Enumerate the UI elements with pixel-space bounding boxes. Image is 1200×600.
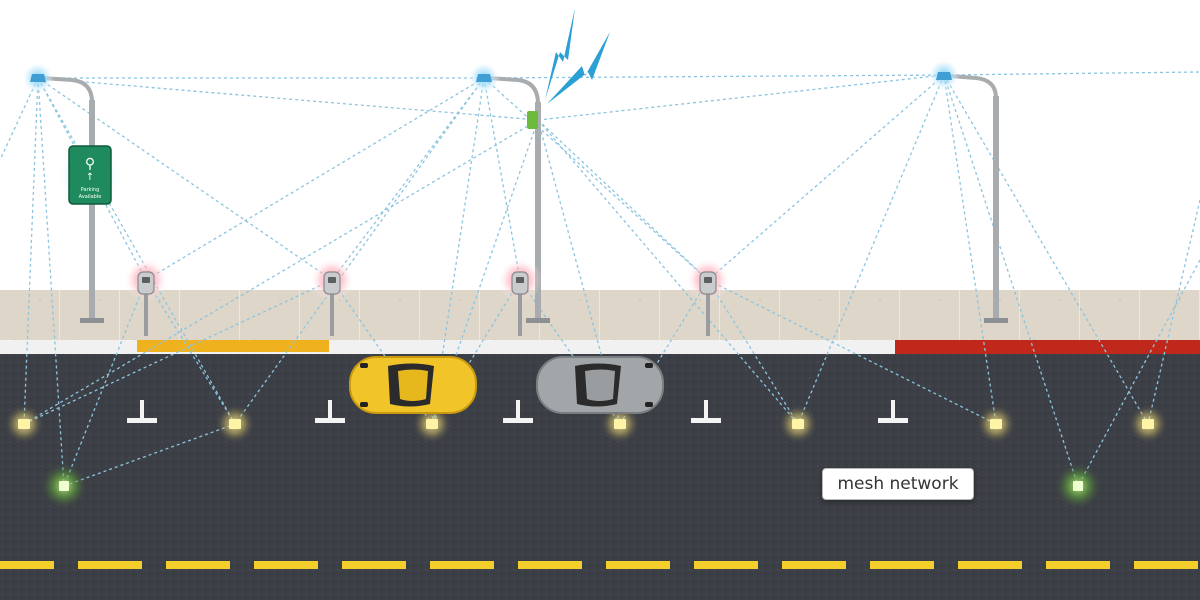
relay-sensor-icon	[59, 481, 69, 491]
mesh-link	[23, 279, 333, 425]
mesh-link	[619, 279, 709, 425]
mesh-link	[943, 74, 1079, 487]
mesh-link	[537, 119, 621, 425]
road-sensor-icon	[614, 419, 626, 429]
streetlight-right	[928, 59, 1008, 323]
svg-text:⚲: ⚲	[85, 156, 95, 172]
road-sensor-icon	[990, 419, 1002, 429]
meter-post	[144, 292, 148, 336]
mesh-link	[63, 279, 147, 487]
bay-marker-stem	[328, 400, 332, 420]
streetlight-sensor-icon	[936, 72, 952, 80]
lane-dash	[958, 561, 1022, 569]
gateway-icon	[527, 111, 538, 129]
mesh-network-callout: mesh network	[822, 468, 974, 500]
mesh-link	[537, 119, 799, 425]
road-sensor-icon	[18, 419, 30, 429]
lane-dash	[1134, 561, 1198, 569]
road-sensor-icon	[229, 419, 241, 429]
lane-dash	[1046, 561, 1110, 569]
mesh-network-lines	[0, 71, 1200, 487]
lane-dash	[342, 561, 406, 569]
parking-sign-line1: Parking	[81, 187, 100, 193]
meter-display	[328, 277, 336, 283]
relay-sensor-icon	[1073, 481, 1083, 491]
lightning-icon	[545, 8, 575, 100]
meter-post	[706, 292, 710, 336]
mesh-link	[145, 279, 236, 425]
sky-background	[0, 0, 1200, 290]
mesh-link	[37, 77, 236, 425]
meter-post	[330, 292, 334, 336]
bay-marker	[315, 418, 345, 423]
mesh-link	[234, 77, 485, 425]
parking-meters	[124, 258, 730, 336]
mesh-link	[537, 74, 945, 121]
bay-marker-stem	[140, 400, 144, 420]
mesh-link	[431, 77, 485, 425]
lane-dash	[430, 561, 494, 569]
bay-marker-stem	[704, 400, 708, 420]
mesh-link	[537, 119, 709, 281]
car-grey	[536, 356, 664, 414]
streetlight-left	[22, 62, 104, 323]
road-sensor-icon	[792, 419, 804, 429]
bay-marker-stem	[516, 400, 520, 420]
lane-dash	[254, 561, 318, 569]
red-curb-zone	[895, 340, 1200, 354]
lane-divider	[0, 561, 1198, 569]
bay-marker	[127, 418, 157, 423]
lane-dash	[870, 561, 934, 569]
road-sensor-icon	[1142, 419, 1154, 429]
mesh-link	[707, 279, 799, 425]
mesh-link	[943, 74, 1149, 425]
lane-dash	[166, 561, 230, 569]
mesh-link	[1147, 199, 1200, 425]
bay-marker-stem	[891, 400, 895, 420]
sidewalk	[0, 290, 1200, 340]
meter-display	[704, 277, 712, 283]
meter-display	[142, 277, 150, 283]
lane-dash	[78, 561, 142, 569]
mesh-link	[483, 77, 709, 281]
yellow-curb-zone	[137, 340, 329, 352]
mesh-link	[943, 71, 1200, 76]
parking-sign: ⚲ ↑ Parking Available	[57, 144, 121, 208]
mesh-link	[707, 74, 945, 281]
road-sensor-icon	[426, 419, 438, 429]
mesh-link	[483, 74, 945, 79]
parking-sign-icon	[68, 145, 112, 205]
mesh-link	[431, 279, 521, 425]
bay-marker	[691, 418, 721, 423]
streetlight-sensor-icon	[30, 74, 46, 82]
mesh-link	[23, 77, 39, 425]
mesh-link	[63, 423, 236, 487]
lane-dash	[0, 561, 54, 569]
bay-marker	[503, 418, 533, 423]
parking-bay-markers	[127, 400, 908, 423]
meter-post	[518, 292, 522, 336]
mesh-link	[1077, 259, 1200, 487]
car-yellow	[349, 356, 477, 414]
streetlight-sensor-icon	[476, 74, 492, 82]
svg-text:↑: ↑	[86, 172, 94, 183]
mesh-link	[331, 77, 485, 281]
mesh-link	[483, 77, 521, 281]
lane-dash	[606, 561, 670, 569]
mesh-link	[943, 74, 997, 425]
meter-display	[516, 277, 524, 283]
lane-dash	[782, 561, 846, 569]
lane-dash	[694, 561, 758, 569]
lane-dash	[518, 561, 582, 569]
mesh-link	[37, 77, 65, 487]
road-sensors	[4, 404, 1168, 510]
bay-marker	[878, 418, 908, 423]
parking-sign-line2: Available	[79, 194, 102, 200]
